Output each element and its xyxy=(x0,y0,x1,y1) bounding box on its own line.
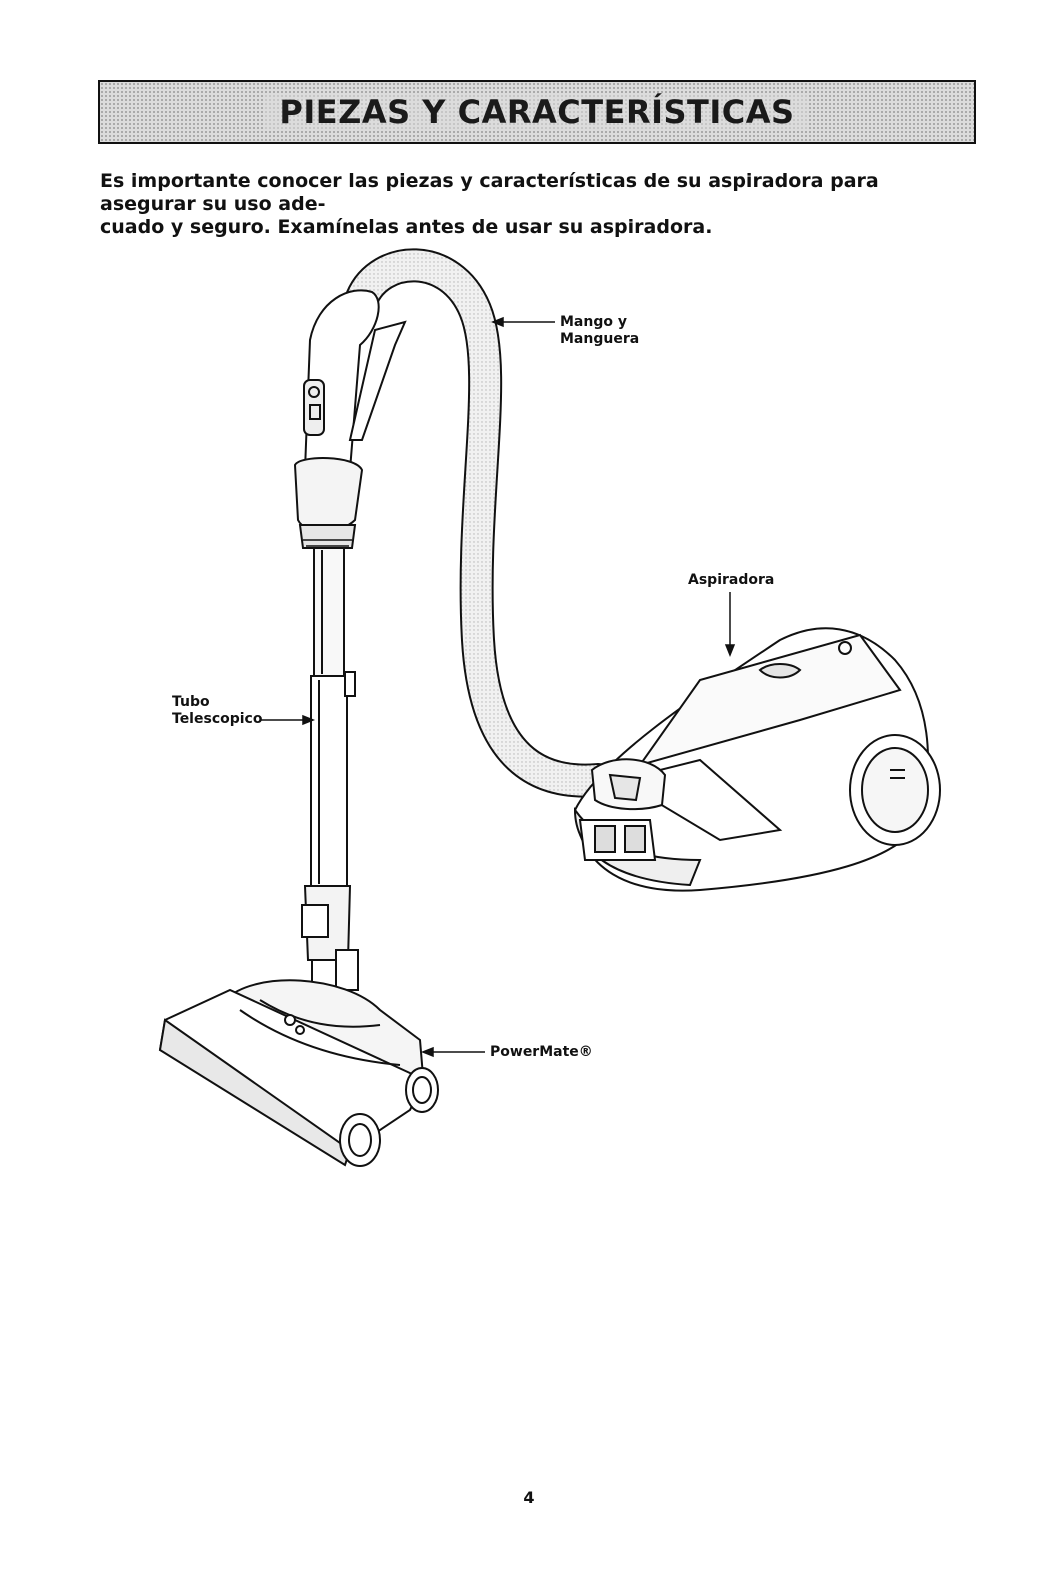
label-aspiradora: Aspiradora xyxy=(688,572,774,589)
page-number: 4 xyxy=(0,1488,1058,1507)
label-mango-line2: Manguera xyxy=(560,331,639,348)
label-powermate: PowerMate® xyxy=(490,1044,593,1061)
canister-shape xyxy=(575,628,940,890)
label-tubo-line2: Telescopico xyxy=(172,711,262,728)
wand-shape xyxy=(302,548,364,1034)
label-mango-manguera: Mango y Manguera xyxy=(560,314,639,348)
handle-shape xyxy=(295,290,405,548)
label-mango-line1: Mango y xyxy=(560,314,639,331)
powermate-shape xyxy=(160,980,438,1166)
label-tubo-telescopico: Tubo Telescopico xyxy=(172,694,262,728)
label-tubo-line1: Tubo xyxy=(172,694,262,711)
